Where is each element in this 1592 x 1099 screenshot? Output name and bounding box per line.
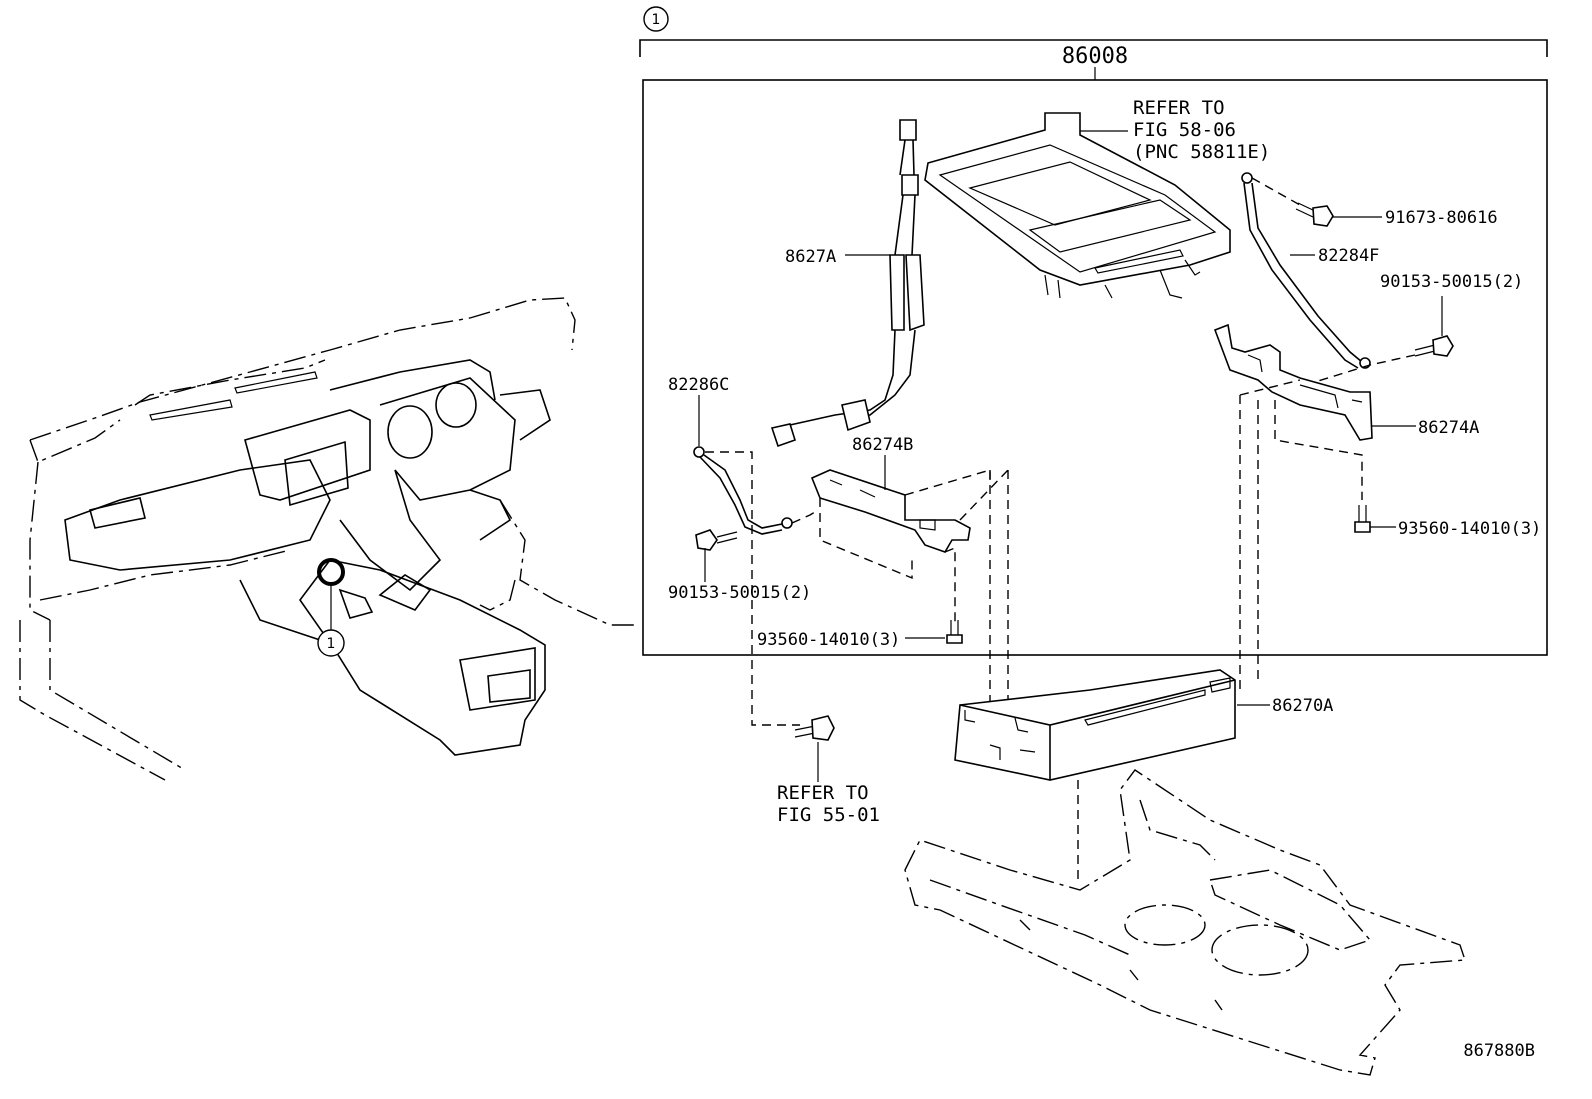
label-90153-left: 90153-50015(2) <box>668 583 811 603</box>
label-90153-right: 90153-50015(2) <box>1380 272 1523 292</box>
label-86274B: 86274B <box>852 435 913 455</box>
callout-number-left: 1 <box>327 636 336 652</box>
bolt-93560-left <box>946 620 963 644</box>
console-panel-illustration <box>904 769 1466 1076</box>
assembly-part-number: 86008 <box>1062 44 1128 69</box>
svg-text:(PNC 58811E): (PNC 58811E) <box>1133 141 1270 163</box>
bolt-90153-right <box>1414 335 1454 357</box>
label-93560-right: 93560-14010(3) <box>1398 519 1541 539</box>
label-82284F: 82284F <box>1318 246 1379 266</box>
callout-number-top: 1 <box>652 12 661 28</box>
label-8627A: 8627A <box>785 247 836 267</box>
label-93560-left: 93560-14010(3) <box>757 630 900 650</box>
callout-marker-top: 1 <box>643 6 669 32</box>
svg-text:REFER TO: REFER TO <box>777 782 869 804</box>
bolt-refer-fig-55-01 <box>794 715 835 741</box>
svg-text:FIG 58-06: FIG 58-06 <box>1133 119 1236 141</box>
wire-harness-8627A <box>770 119 925 448</box>
svg-text:FIG 55-01: FIG 55-01 <box>777 804 880 826</box>
label-86274A: 86274A <box>1418 418 1479 438</box>
receiver-unit-86270A <box>954 669 1236 781</box>
label-86270A: 86270A <box>1272 696 1333 716</box>
bracket-86274B <box>810 469 971 553</box>
ground-wire-82286C <box>693 446 793 535</box>
diagram-code: 867880B <box>1463 1041 1535 1061</box>
refer-to-bolt-note: REFER TO FIG 55-01 <box>777 782 880 826</box>
ground-wire-82284F <box>1241 172 1371 369</box>
assembly-bracket <box>639 39 1548 57</box>
dashboard-overview-illustration <box>19 297 635 781</box>
bolt-93560-right <box>1354 505 1371 533</box>
callout-marker-left: 1 <box>317 629 345 657</box>
bracket-86274A <box>1213 323 1373 441</box>
bolt-90153-left <box>695 529 738 551</box>
bolt-91673 <box>1295 202 1334 227</box>
tray-illustration <box>924 112 1231 299</box>
refer-to-tray-note: REFER TO FIG 58-06 (PNC 58811E) <box>1133 97 1270 163</box>
svg-text:REFER TO: REFER TO <box>1133 97 1225 119</box>
label-91673: 91673-80616 <box>1385 208 1498 228</box>
assembly-boundary-box <box>642 79 1548 656</box>
label-82286C: 82286C <box>668 375 729 395</box>
